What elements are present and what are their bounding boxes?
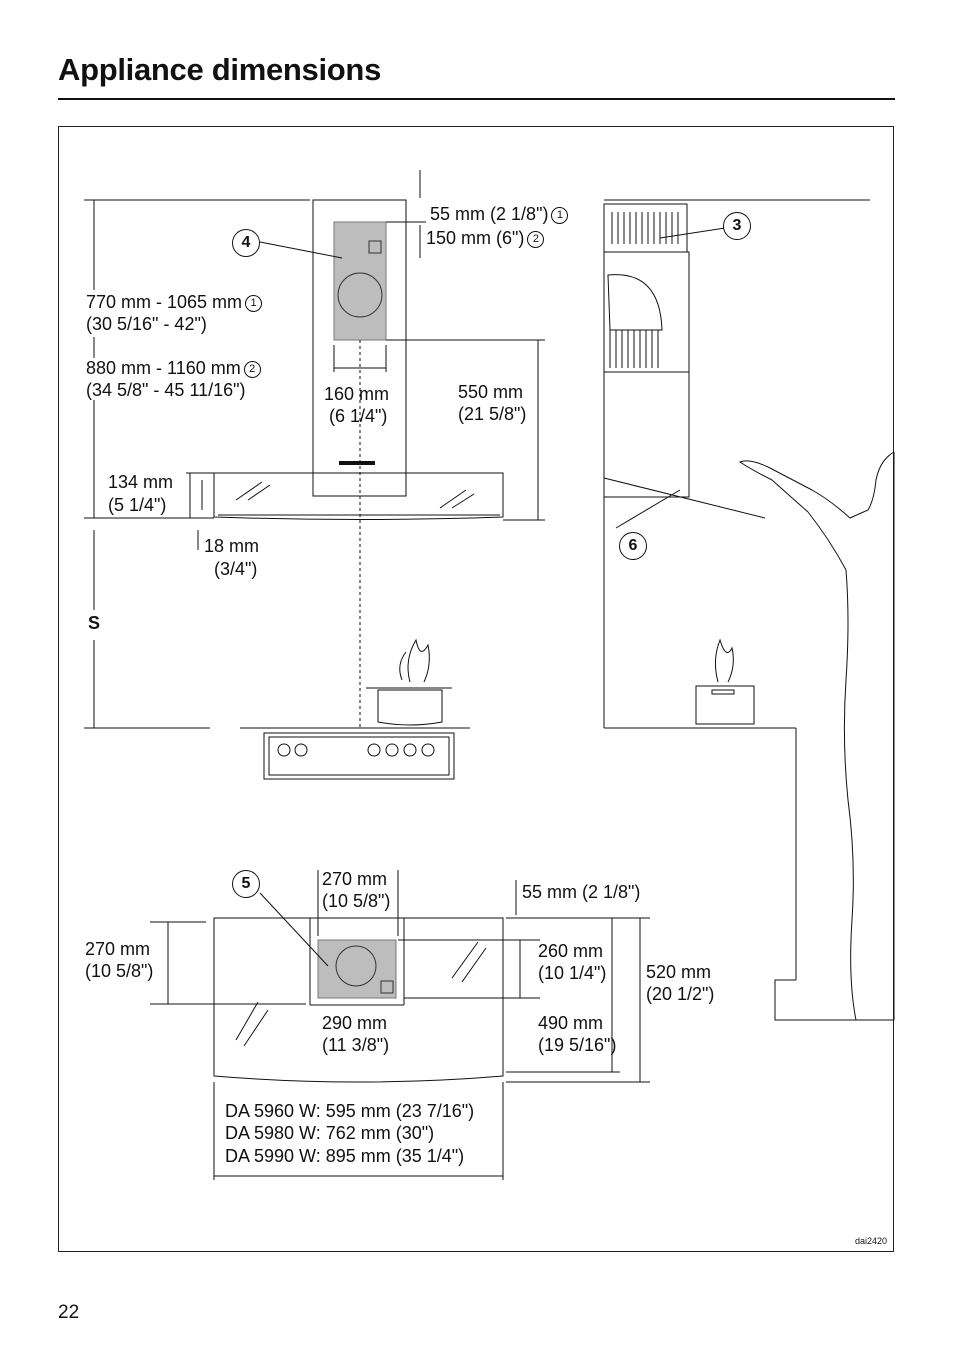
dim-270-top: 270 mm (322, 869, 388, 889)
pot-front (377, 689, 443, 726)
dim-260: 260 mm (538, 941, 604, 961)
dim-490-in: (19 5/16") (538, 1035, 617, 1055)
dim-550-in: (21 5/8") (458, 404, 527, 424)
dim-490: 490 mm (538, 1013, 604, 1033)
dim-520-in: (20 1/2") (646, 984, 715, 1004)
dim-s: S (88, 613, 101, 633)
page-title: Appliance dimensions (58, 52, 382, 87)
dim-270-top-in: (10 5/8") (322, 891, 391, 911)
person-silhouette (738, 451, 895, 1021)
marker-1: 1 (551, 207, 569, 224)
dim-290: 290 mm (322, 1013, 388, 1033)
dim-134-in: (5 1/4") (108, 495, 167, 515)
dim-270-left: 270 mm (85, 939, 151, 959)
dim-134: 134 mm (108, 472, 174, 492)
dim-520: 520 mm (646, 962, 712, 982)
dim-18: 18 mm (204, 536, 260, 556)
dim-18-in: (3/4") (214, 559, 258, 579)
motor-fan (337, 272, 383, 318)
page-number: 22 (58, 1302, 80, 1323)
dim-55-top: 55 mm (2 1/8")1 (430, 203, 569, 225)
dim-290-in: (11 3/8") (322, 1035, 390, 1055)
dim-880-in: (34 5/8" - 45 11/16") (86, 380, 246, 400)
model-da5990: DA 5990 W: 895 mm (35 1/4") (225, 1146, 465, 1166)
dim-160: 160 mm (324, 384, 390, 404)
model-da5960: DA 5960 W: 595 mm (23 7/16") (225, 1101, 475, 1121)
dim-550: 550 mm (458, 382, 524, 402)
motor-socket (368, 240, 382, 254)
dim-270-left-in: (10 5/8") (85, 961, 154, 981)
callout-4: 4 (232, 229, 260, 257)
callout-6: 6 (619, 532, 647, 560)
dim-260-in: (10 1/4") (538, 963, 607, 983)
drawing-code: dai2420 (855, 1236, 888, 1246)
callout-3: 3 (723, 212, 751, 240)
title-rule (58, 98, 895, 100)
dim-160-in: (6 1/4") (329, 406, 388, 426)
cooktop (263, 732, 455, 780)
canopy-plan (213, 917, 504, 1083)
dim-55-bottom: 55 mm (2 1/8") (522, 882, 641, 902)
motor-plan (317, 939, 397, 999)
callout-5: 5 (232, 870, 260, 898)
canopy (213, 472, 504, 520)
model-da5980: DA 5980 W: 762 mm (30") (225, 1123, 435, 1143)
motor-block (333, 221, 387, 341)
marker-2: 2 (527, 231, 545, 248)
dim-150: 150 mm (6")2 (426, 227, 545, 249)
dim-770-in: (30 5/16" - 42") (86, 314, 207, 334)
